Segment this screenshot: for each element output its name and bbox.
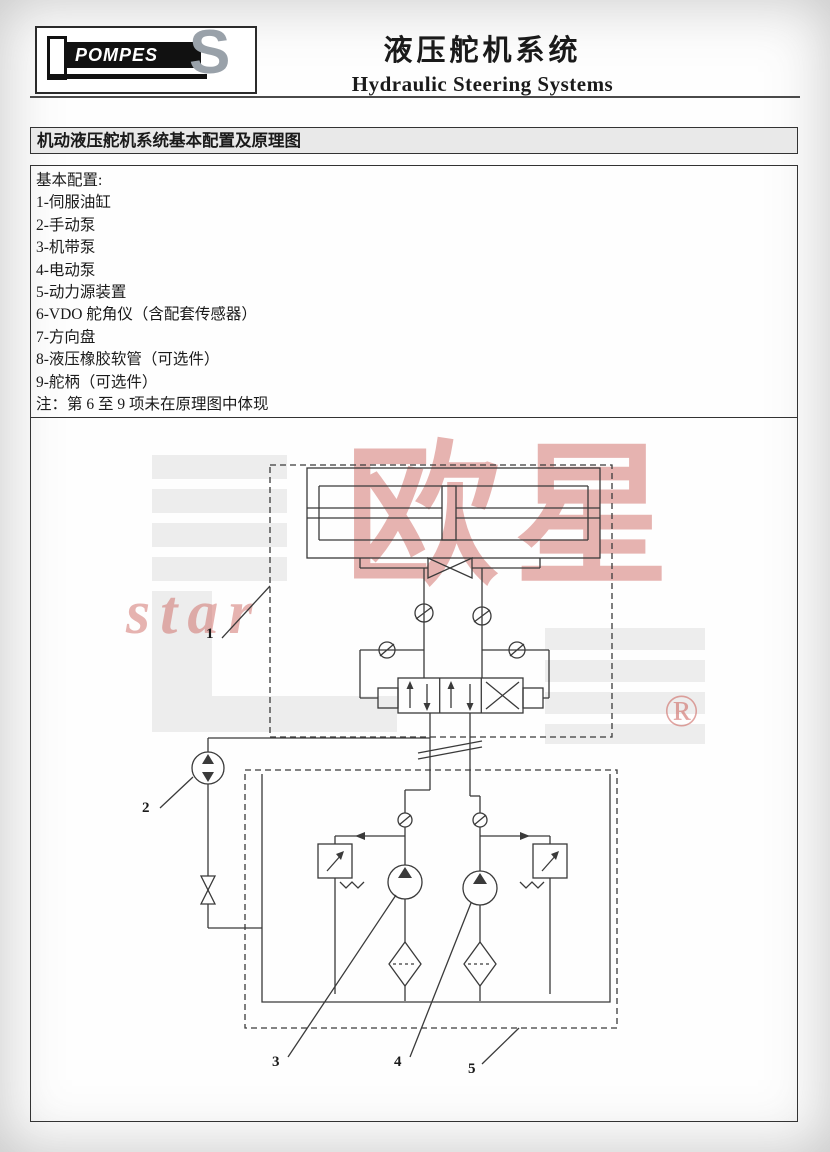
electric-pump	[462, 870, 498, 942]
pilot-check-valve-left	[414, 568, 434, 678]
relief-valve-right	[480, 832, 568, 994]
list-diagram-divider	[30, 417, 798, 418]
pump-check-valve-right	[472, 812, 488, 871]
callout-label-3: 3	[272, 1054, 280, 1070]
pipe-break-symbol	[417, 740, 483, 760]
suction-filter-right	[463, 940, 497, 1001]
callout-label-1: 1	[206, 626, 214, 642]
configuration-list: 基本配置: 1-伺服油缸 2-手动泵 3-机带泵 4-电动泵 5-动力源装置 6…	[36, 170, 776, 416]
relief-valve-left	[317, 832, 405, 994]
directional-control-valve	[377, 677, 544, 714]
config-item: 5-动力源装置	[36, 284, 127, 302]
config-item: 2-手动泵	[36, 216, 96, 234]
section-title-bar: 机动液压舵机系统基本配置及原理图	[30, 127, 798, 154]
config-item: 4-电动泵	[36, 261, 96, 279]
config-item: 3-机带泵	[36, 239, 96, 257]
pump-check-valve-left	[397, 812, 413, 865]
logo-foot-bar	[47, 74, 207, 79]
logo-s-letter: S	[189, 18, 231, 87]
page-title-chinese: 液压舵机系统	[383, 35, 582, 67]
check-valve-right-branch	[482, 641, 550, 699]
company-logo: POMPES S	[35, 22, 257, 94]
hydraulic-schematic	[159, 464, 618, 1065]
logo-wordmark: POMPES	[67, 42, 201, 68]
main-pressure-pipes	[404, 713, 481, 813]
page-title-english: Hydraulic Steering Systems	[351, 72, 614, 96]
callout-label-2: 2	[142, 800, 150, 816]
config-item: 6-VDO 舵角仪（含配套传感器）	[36, 306, 257, 324]
config-item: 9-舵柄（可选件）	[36, 373, 158, 391]
hand-pump	[191, 737, 430, 876]
config-note: 注：第 6 至 9 项未在原理图中体现	[36, 396, 269, 414]
pilot-check-valve-right	[472, 568, 492, 678]
shutoff-valve	[199, 875, 262, 929]
header-divider	[30, 96, 800, 98]
page-header: 液压舵机系统 Hydraulic Steering Systems	[160, 27, 805, 97]
callout-label-5: 5	[468, 1061, 476, 1077]
config-item: 1-伺服油缸	[36, 194, 111, 212]
config-heading: 基本配置:	[36, 172, 103, 189]
callout-label-4: 4	[394, 1054, 402, 1070]
cylinder-port-lines	[359, 558, 541, 569]
servo-cylinder	[306, 467, 601, 559]
bypass-valve	[427, 556, 473, 580]
config-item: 8-液压橡胶软管（可选件）	[36, 351, 220, 369]
power-unit-boundary	[244, 769, 618, 1029]
suction-filter-left	[388, 940, 422, 1001]
config-item: 7-方向盘	[36, 328, 96, 346]
content-frame	[30, 165, 798, 1122]
upper-circuit-boundary	[269, 464, 613, 738]
engine-driven-pump	[387, 864, 423, 942]
oil-tank	[261, 774, 611, 1003]
label-leader-lines	[159, 585, 520, 1065]
check-valve-left-branch	[359, 641, 424, 699]
